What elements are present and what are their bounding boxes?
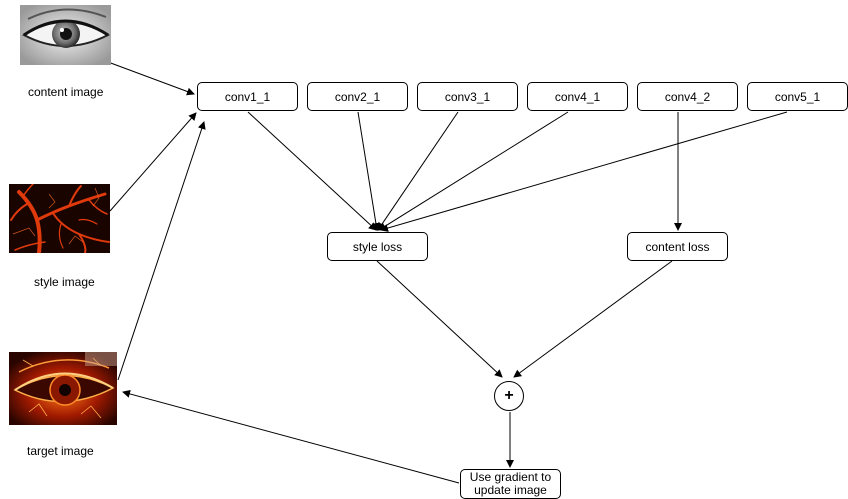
sum-node[interactable]: +	[494, 381, 524, 411]
style-image-label: style image	[34, 275, 95, 289]
arrow-style-to-plus	[376, 260, 503, 378]
update-image-node[interactable]: Use gradient to update image	[460, 469, 561, 499]
layer-conv4-1[interactable]: conv4_1	[527, 82, 628, 111]
arrow-content-to-conv1	[107, 61, 195, 96]
target-image	[9, 352, 117, 425]
update-line-1: Use gradient to	[469, 470, 552, 484]
layer-conv1-1[interactable]: conv1_1	[197, 82, 298, 111]
arrow-update-to-target	[122, 389, 460, 484]
style-image	[9, 184, 110, 253]
layer-conv4-2[interactable]: conv4_2	[637, 82, 738, 111]
arrow-conv3-to-style	[377, 111, 459, 231]
target-image-label: target image	[27, 444, 94, 458]
arrow-conv5-to-style	[380, 111, 788, 232]
arrow-content-to-plus	[513, 260, 673, 378]
style-loss-node[interactable]: style loss	[327, 232, 428, 261]
layer-conv5-1[interactable]: conv5_1	[747, 82, 848, 111]
update-line-2: update image	[474, 483, 547, 497]
arrow-conv1-to-style	[247, 111, 377, 231]
content-loss-node[interactable]: content loss	[627, 232, 728, 261]
content-image	[20, 5, 111, 65]
layer-conv3-1[interactable]: conv3_1	[417, 82, 518, 111]
content-image-label: content image	[28, 85, 104, 99]
layer-conv2-1[interactable]: conv2_1	[307, 82, 408, 111]
arrow-target-to-conv1	[117, 121, 206, 381]
arrow-conv4-1-to-style	[378, 111, 569, 231]
arrow-style-to-conv1	[109, 112, 197, 212]
arrow-conv2-to-style	[357, 111, 380, 231]
